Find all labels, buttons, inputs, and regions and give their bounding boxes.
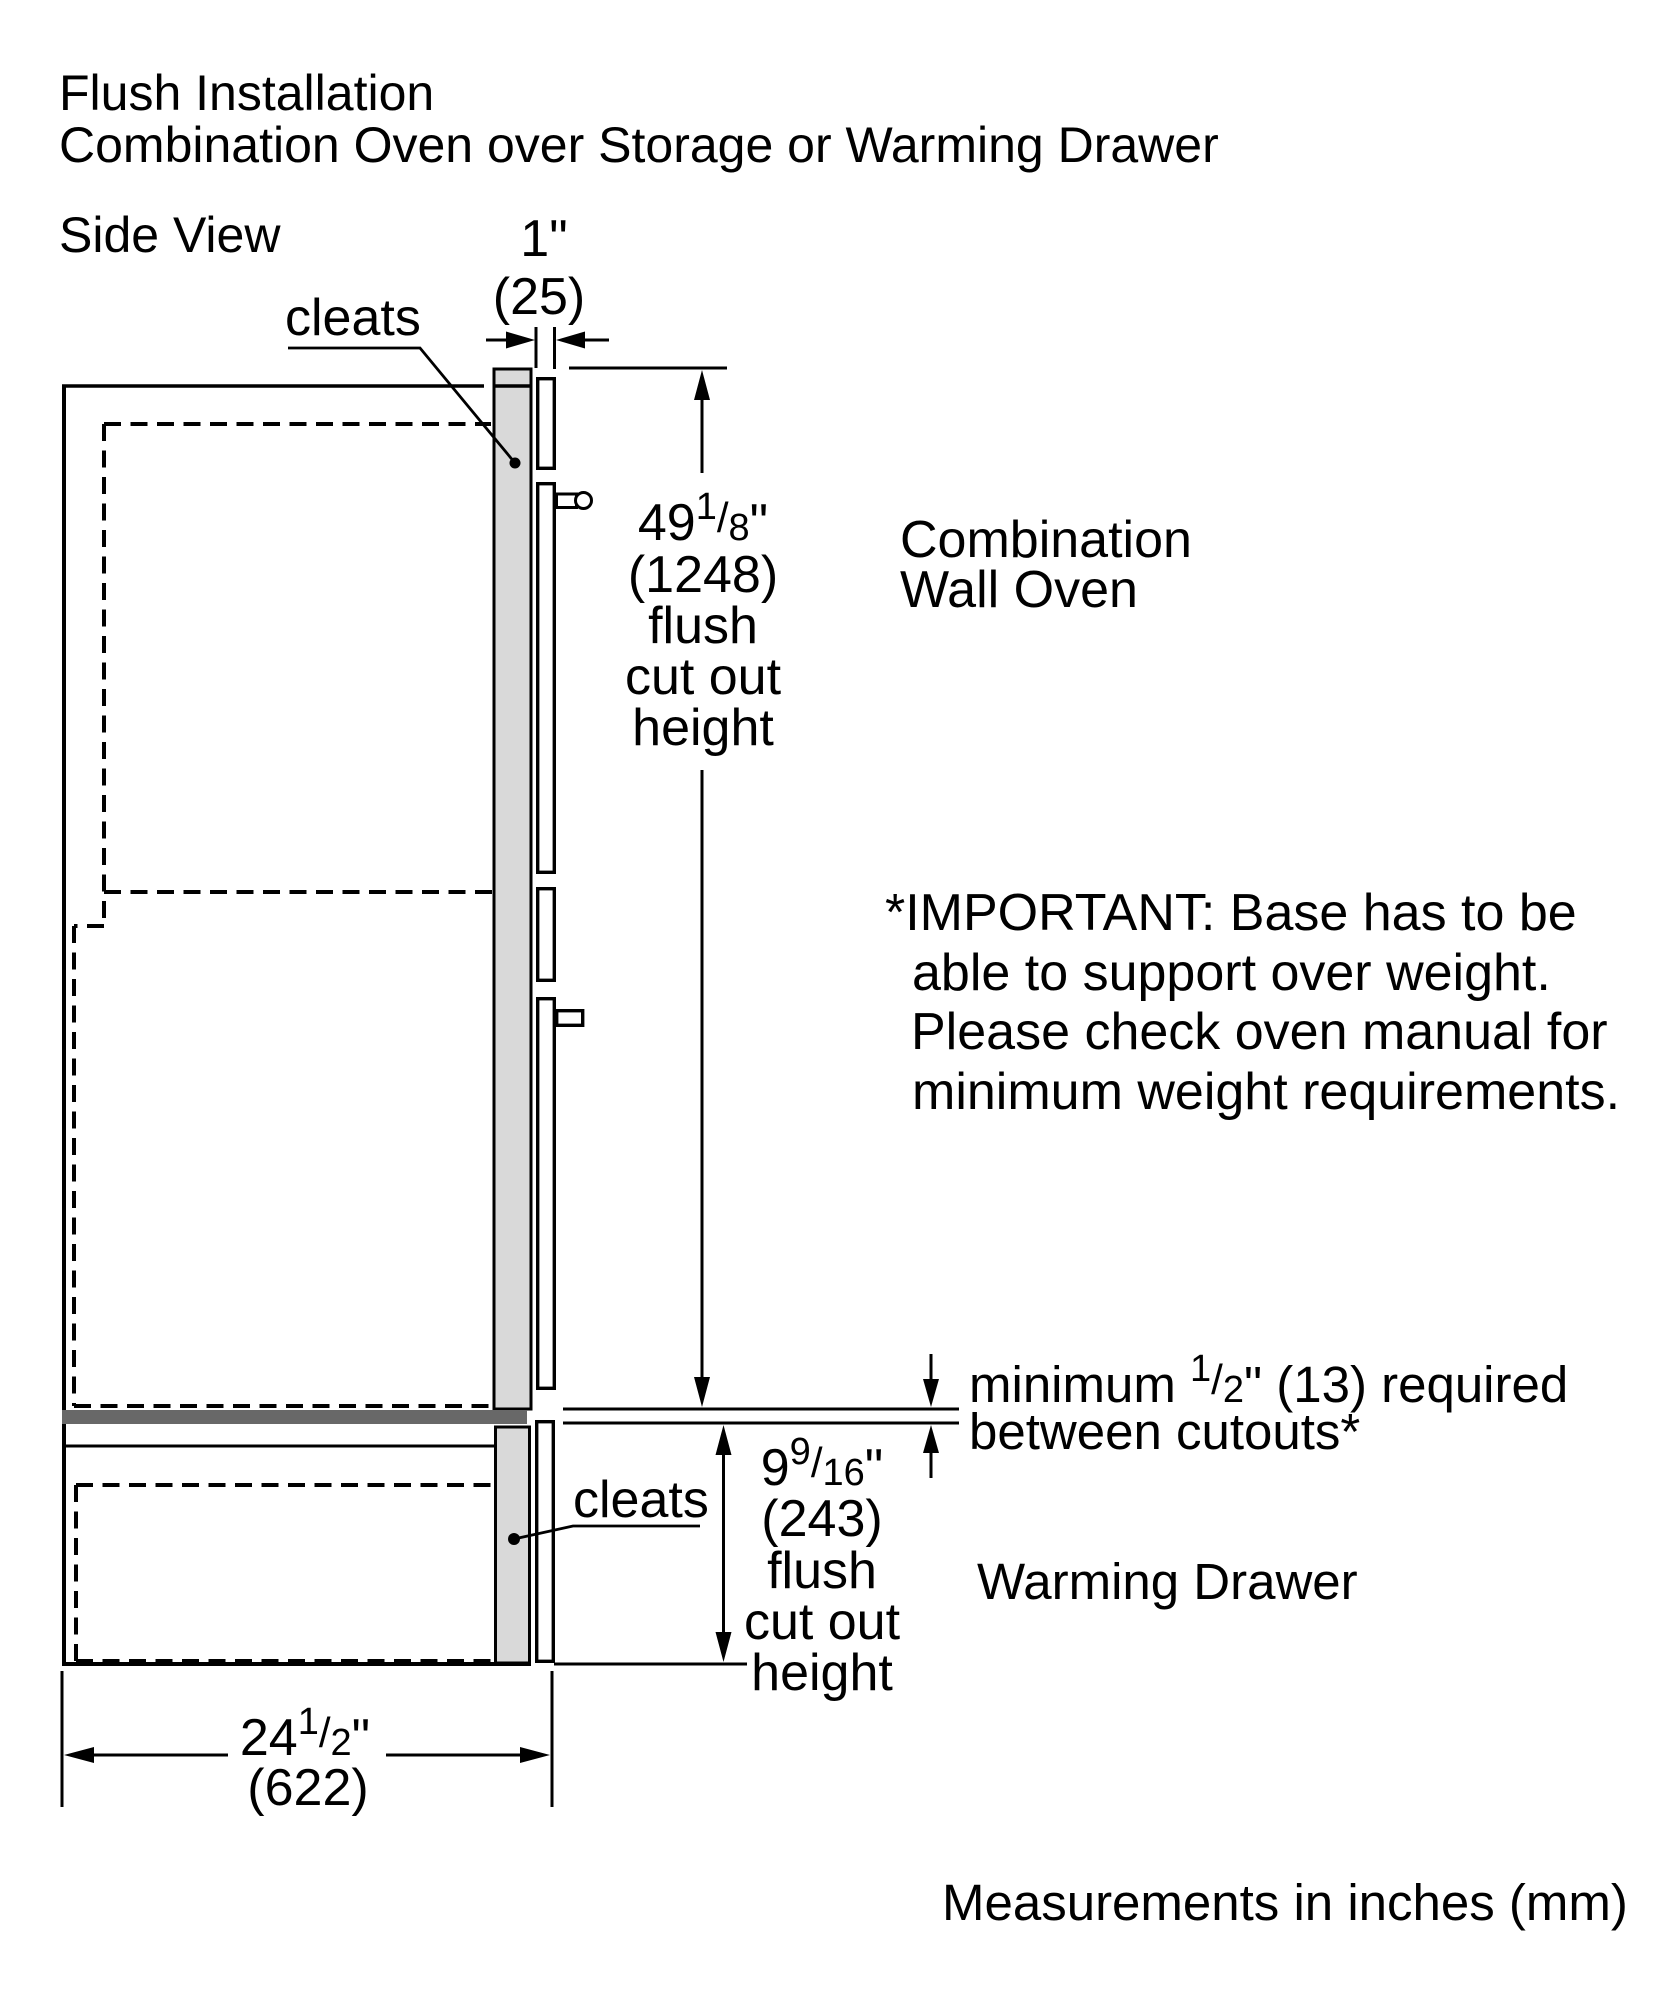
- svg-text:*IMPORTANT: Base has to be: *IMPORTANT: Base has to be: [885, 884, 1577, 942]
- svg-text:99/16": 99/16": [761, 1431, 883, 1497]
- svg-text:(243): (243): [761, 1490, 882, 1548]
- svg-text:491/8": 491/8": [638, 486, 768, 552]
- svg-text:flush: flush: [767, 1542, 877, 1600]
- svg-text:cut out: cut out: [744, 1593, 901, 1651]
- svg-text:(622): (622): [247, 1759, 368, 1817]
- svg-text:Wall Oven: Wall Oven: [900, 561, 1138, 619]
- svg-text:minimum 1/2" (13) required: minimum 1/2" (13) required: [969, 1348, 1568, 1413]
- svg-text:between cutouts*: between cutouts*: [969, 1403, 1360, 1460]
- svg-text:Please check oven manual for: Please check oven manual for: [911, 1003, 1608, 1061]
- svg-text:cut out: cut out: [625, 648, 782, 706]
- svg-text:Flush Installation: Flush Installation: [59, 65, 434, 121]
- svg-text:minimum weight requirements.: minimum weight requirements.: [912, 1063, 1620, 1121]
- svg-text:cleats: cleats: [573, 1471, 709, 1529]
- svg-text:241/2": 241/2": [240, 1701, 370, 1767]
- svg-text:1": 1": [520, 210, 567, 268]
- svg-text:Measurements in inches (mm): Measurements in inches (mm): [942, 1874, 1628, 1931]
- svg-text:height: height: [632, 699, 774, 757]
- svg-text:height: height: [751, 1644, 893, 1702]
- svg-text:able to support over weight.: able to support over weight.: [912, 944, 1551, 1002]
- svg-text:cleats: cleats: [285, 289, 421, 347]
- svg-text:flush: flush: [648, 597, 758, 655]
- svg-text:Warming Drawer: Warming Drawer: [977, 1553, 1358, 1610]
- svg-text:(1248): (1248): [628, 546, 778, 604]
- svg-text:Combination: Combination: [900, 511, 1192, 569]
- svg-text:(25): (25): [493, 268, 585, 326]
- svg-text:Side View: Side View: [59, 207, 281, 263]
- svg-text:Combination Oven over Storage: Combination Oven over Storage or Warming…: [59, 117, 1219, 173]
